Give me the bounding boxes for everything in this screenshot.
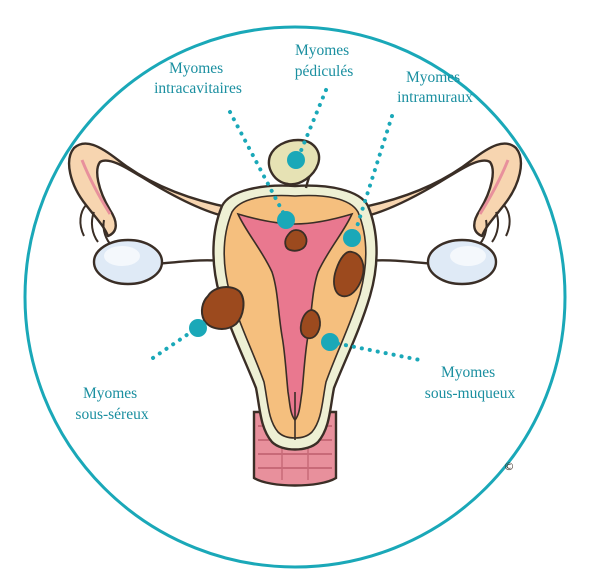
label-sous-sereux-line1: Myomes	[83, 385, 137, 402]
marker-dot-sous-muqueux	[321, 333, 339, 351]
label-intramuraux-line1: Myomes	[406, 69, 460, 86]
label-sous-sereux-line2: sous-séreux	[75, 406, 148, 423]
label-intracavitaires-line2: intracavitaires	[154, 80, 242, 97]
label-sous-muqueux-line2: sous-muqueux	[425, 385, 516, 402]
label-pedicules-line2: pédiculés	[295, 63, 354, 80]
marker-dot-sous-sereux	[189, 319, 207, 337]
label-intracavitaires-line1: Myomes	[169, 60, 223, 77]
right-ovary	[428, 240, 496, 284]
left-ovary	[94, 240, 162, 284]
marker-dot-pedicules	[287, 151, 305, 169]
copyright-mark: ©	[504, 460, 515, 473]
label-intramuraux-line2: intramuraux	[397, 89, 473, 106]
label-pedicules-line1: Myomes	[295, 42, 349, 59]
marker-dot-intramuraux	[343, 229, 361, 247]
label-sous-muqueux-line1: Myomes	[441, 364, 495, 381]
marker-dot-intracavitaires	[277, 211, 295, 229]
intracavitary-myoma	[285, 230, 306, 251]
